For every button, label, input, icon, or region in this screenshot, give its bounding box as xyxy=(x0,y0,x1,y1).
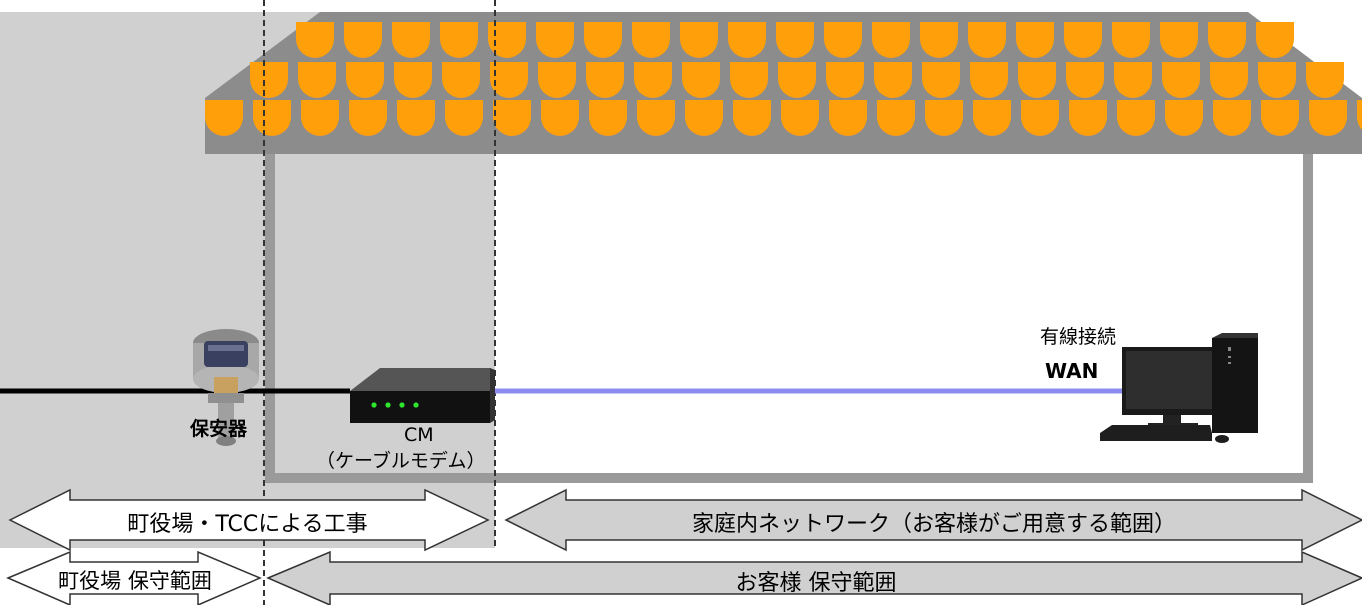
roof-tile xyxy=(1016,22,1054,58)
pc-keyboard xyxy=(1100,425,1212,441)
roof-tile xyxy=(733,100,771,136)
roof-tile xyxy=(1165,100,1203,136)
wired-connection-label: 有線接続 xyxy=(1040,326,1117,348)
roof-tile xyxy=(394,62,432,98)
roof-tile xyxy=(1018,62,1056,98)
work-scope-text: 町役場・TCCによる工事 xyxy=(127,512,368,537)
roof-tile xyxy=(253,100,291,136)
roof-tile xyxy=(680,22,718,58)
roof-tile xyxy=(877,100,915,136)
roof-tile xyxy=(1021,100,1059,136)
roof-tile xyxy=(1210,62,1248,98)
roof-tile xyxy=(1069,100,1107,136)
desktop-pc xyxy=(1100,333,1258,443)
roof-tile xyxy=(829,100,867,136)
town-maintenance-text: 町役場 保守範囲 xyxy=(58,569,212,593)
house-wall xyxy=(265,150,1313,483)
roof-tile xyxy=(488,22,526,58)
roof-tile xyxy=(728,22,766,58)
roof-tile xyxy=(1112,22,1150,58)
roof-tile xyxy=(682,62,720,98)
roof-tile xyxy=(1306,62,1344,98)
roof-tile xyxy=(1357,100,1362,130)
home-network-text: 家庭内ネットワーク（お客様がご用意する範囲） xyxy=(691,512,1176,537)
roof-tile xyxy=(973,100,1011,136)
modem-led xyxy=(399,402,405,408)
arrow-town-maintenance xyxy=(6,550,262,607)
modem-led xyxy=(413,402,419,408)
roof-tile xyxy=(685,100,723,136)
roof-tile xyxy=(634,62,672,98)
roof-tile xyxy=(397,100,435,136)
roof-tile xyxy=(776,22,814,58)
roof-tile xyxy=(349,100,387,136)
roof-tile xyxy=(346,62,384,98)
roof-tile xyxy=(1213,100,1251,136)
roof-tile xyxy=(730,62,768,98)
roof-tile xyxy=(205,100,243,136)
roof-tile xyxy=(589,100,627,136)
pc-mouse xyxy=(1215,435,1229,443)
roof-tile xyxy=(781,100,819,136)
cm-label: CM xyxy=(404,424,434,446)
roof-tile xyxy=(445,100,483,136)
roof-tile xyxy=(925,100,963,136)
roof xyxy=(205,12,1362,154)
roof-tile xyxy=(392,22,430,58)
roof-tile xyxy=(1066,62,1104,98)
roof-tile xyxy=(1064,22,1102,58)
roof-tile xyxy=(1114,62,1152,98)
arrow-work-scope xyxy=(8,488,490,552)
roof-tile xyxy=(1162,62,1200,98)
roof-tile xyxy=(637,100,675,136)
roof-tile xyxy=(538,62,576,98)
roof-tile xyxy=(632,22,670,58)
roof-tile xyxy=(298,62,336,98)
roof-tile xyxy=(968,22,1006,58)
roof-tile xyxy=(872,22,910,58)
roof-tile xyxy=(493,100,531,136)
roof-tile xyxy=(1160,22,1198,58)
roof-tile xyxy=(584,22,622,58)
cm-sub-label: （ケーブルモデム） xyxy=(316,450,486,472)
arrow-home-network xyxy=(504,488,1362,552)
roof-tile xyxy=(1117,100,1155,136)
cable-modem xyxy=(350,368,495,423)
roof-tile xyxy=(778,62,816,98)
modem-led xyxy=(371,402,377,408)
arrow-customer-maintenance xyxy=(266,550,1362,607)
customer-maintenance-text: お客様 保守範囲 xyxy=(735,571,897,596)
roof-tile xyxy=(296,22,334,58)
roof-tile xyxy=(440,22,478,58)
roof-tile xyxy=(874,62,912,98)
roof-tile xyxy=(826,62,864,98)
roof-tile xyxy=(301,100,339,136)
roof-tile xyxy=(536,22,574,58)
roof-tile xyxy=(1208,22,1246,58)
modem-led xyxy=(385,402,391,408)
roof-tile xyxy=(824,22,862,58)
roof-tile xyxy=(922,62,960,98)
protector-device xyxy=(193,329,259,446)
roof-tile xyxy=(1261,100,1299,136)
roof-tile xyxy=(250,62,288,98)
roof-tile xyxy=(1258,62,1296,98)
roof-tile xyxy=(920,22,958,58)
roof-tile xyxy=(1256,22,1294,58)
roof-tile xyxy=(442,62,480,98)
roof-tile xyxy=(1309,100,1347,136)
roof-tile xyxy=(541,100,579,136)
protector-label: 保安器 xyxy=(190,418,248,440)
roof-tile xyxy=(586,62,624,98)
pc-tower xyxy=(1212,338,1258,433)
roof-tile xyxy=(344,22,382,58)
roof-tile xyxy=(490,62,528,98)
roof-tile xyxy=(970,62,1008,98)
wan-label: WAN xyxy=(1045,359,1099,383)
